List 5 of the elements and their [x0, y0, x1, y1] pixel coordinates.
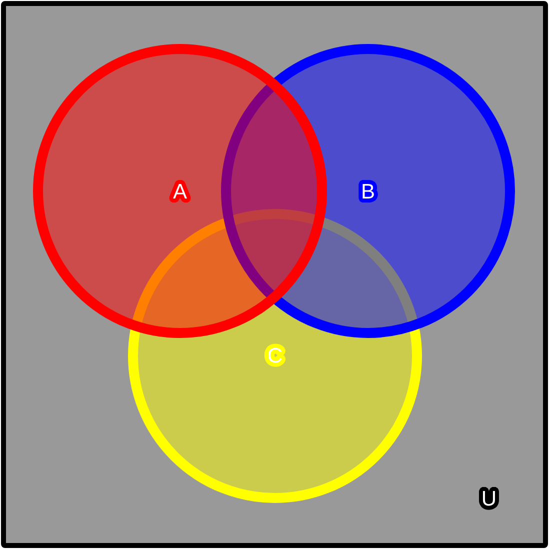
set-label: A: [172, 180, 188, 206]
universe-label: U: [480, 486, 498, 512]
set-label: B: [360, 180, 376, 206]
set-label: C: [266, 344, 284, 370]
venn-circle: [33, 44, 327, 338]
